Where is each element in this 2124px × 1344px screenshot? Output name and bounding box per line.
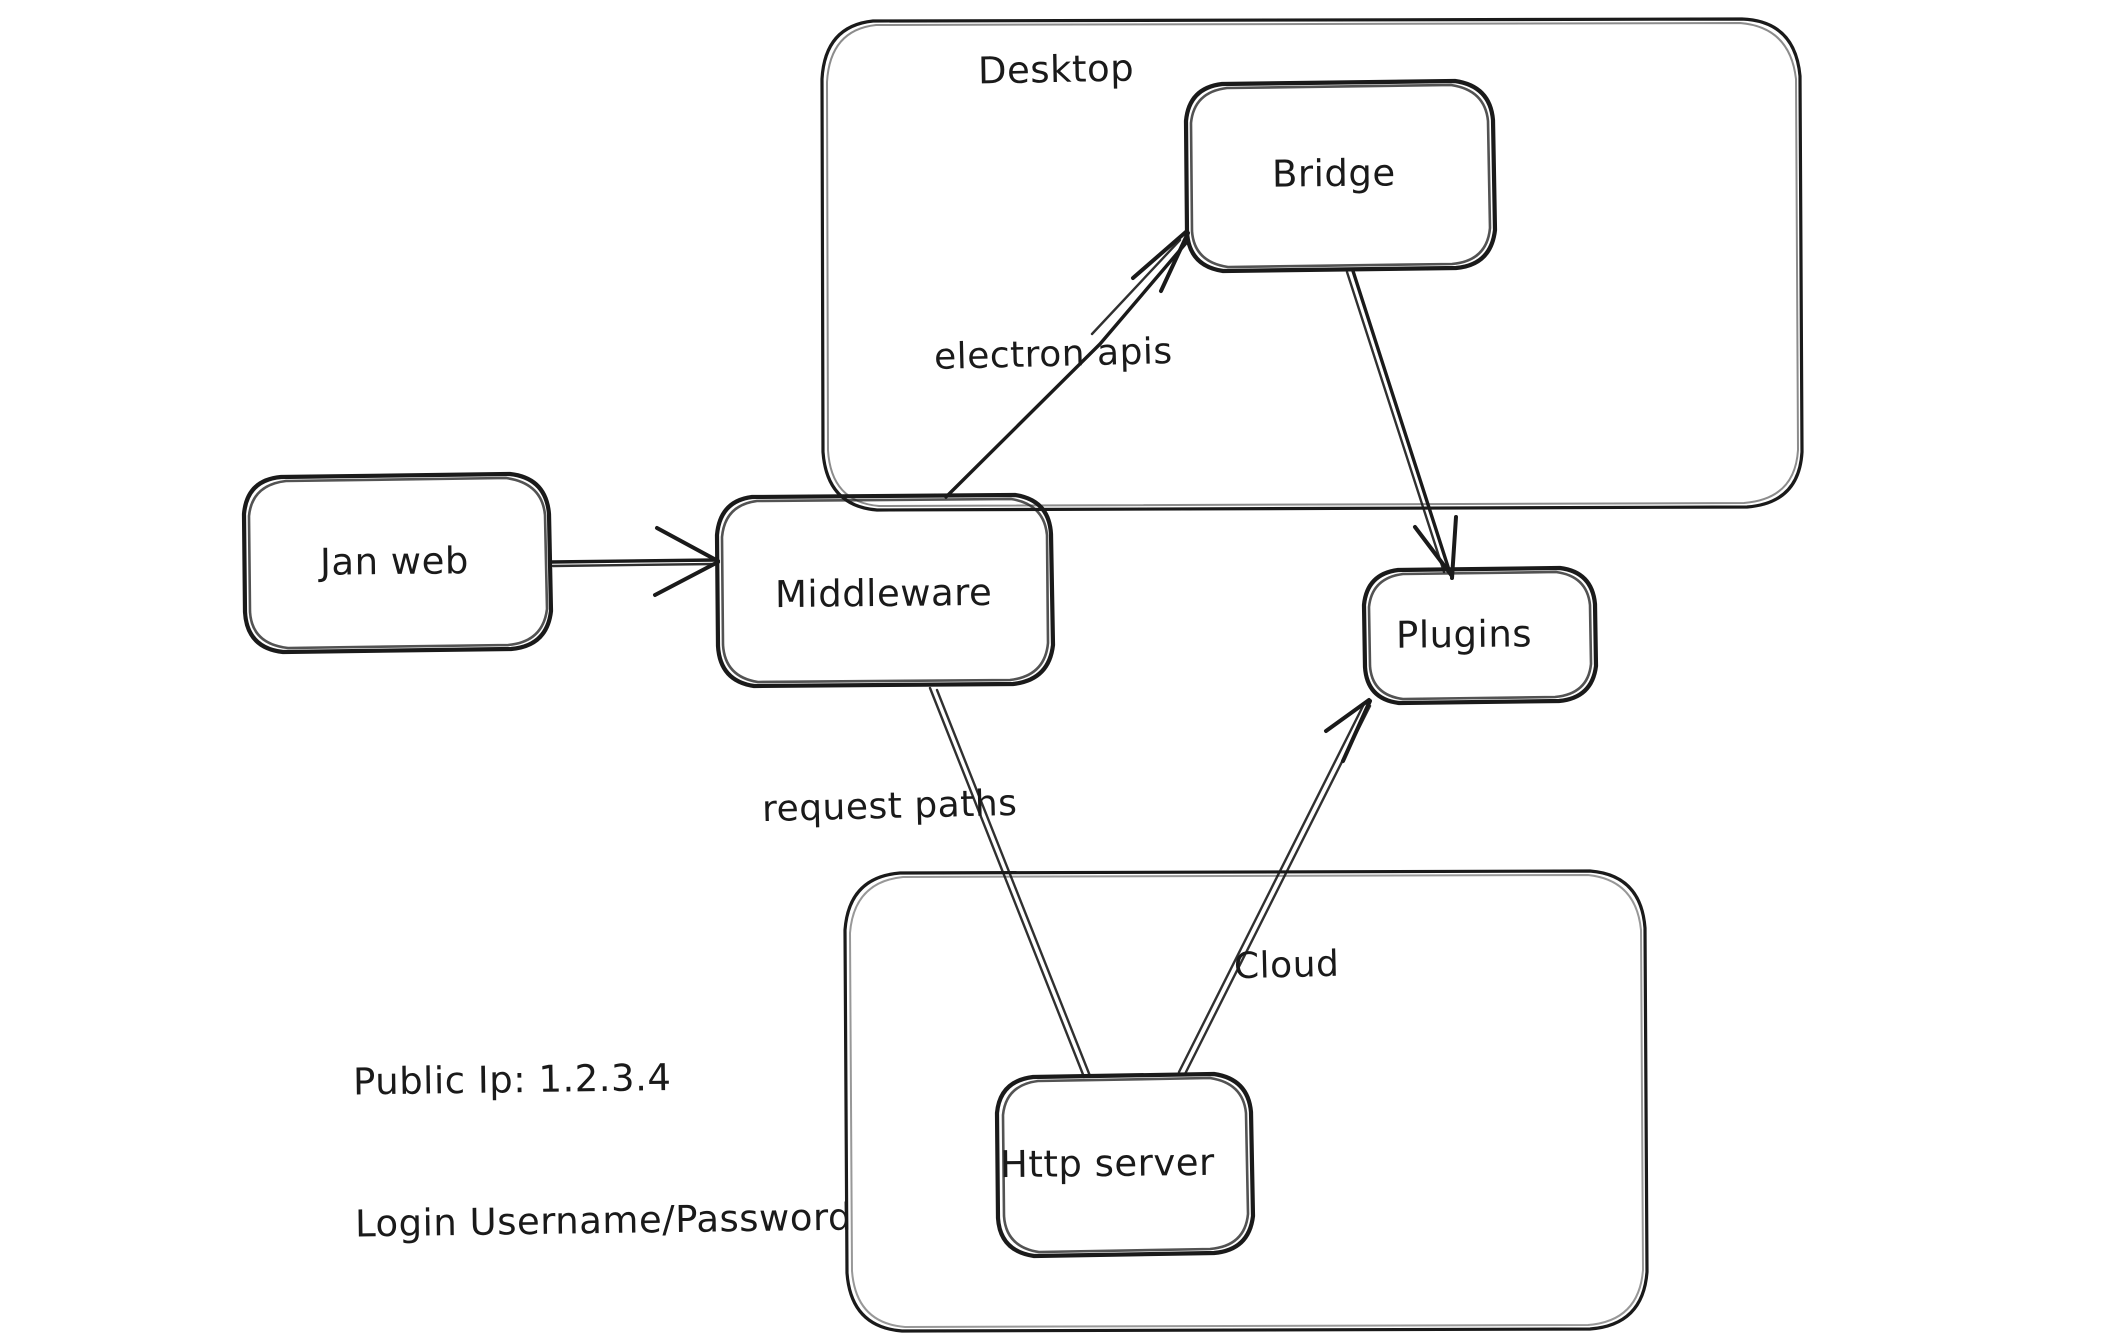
edge-http-server-to-plugins <box>1177 698 1372 1076</box>
bridge-node-label: Bridge <box>1271 151 1396 196</box>
edge-jan-web-to-middleware <box>549 526 720 597</box>
middleware-node-shape[interactable] <box>714 492 1056 689</box>
http-server-node-shape[interactable] <box>994 1071 1256 1259</box>
middleware-node-label: Middleware <box>774 570 993 617</box>
edge-label-request-paths: request paths <box>761 782 1018 831</box>
plugins-node-shape[interactable] <box>1361 565 1599 706</box>
jan-web-node-shape[interactable] <box>241 471 554 655</box>
edge-bridge-to-plugins <box>1345 269 1458 580</box>
jan-web-node-label: Jan web <box>319 539 470 584</box>
edge-middleware-to-bridge <box>944 229 1190 499</box>
notes-block: Public Ip: 1.2.3.4 Login Username/Passwo… <box>351 957 853 1343</box>
edge-label-cloud: Cloud <box>1233 943 1340 988</box>
plugins-node-label: Plugins <box>1395 612 1533 657</box>
bridge-node-shape[interactable] <box>1183 78 1498 274</box>
note-public-ip: Public Ip: 1.2.3.4 <box>352 1055 672 1104</box>
desktop-container-shape <box>820 17 1804 512</box>
cloud-container-shape <box>843 869 1649 1333</box>
edge-http-server-to-middleware <box>928 686 1092 1079</box>
note-login-credentials: Login Username/Password <box>354 1195 853 1246</box>
edge-label-electron-apis: electron apis <box>933 331 1174 378</box>
http-server-node-label: Http server <box>999 1140 1215 1187</box>
desktop-container-label: Desktop <box>977 46 1135 93</box>
